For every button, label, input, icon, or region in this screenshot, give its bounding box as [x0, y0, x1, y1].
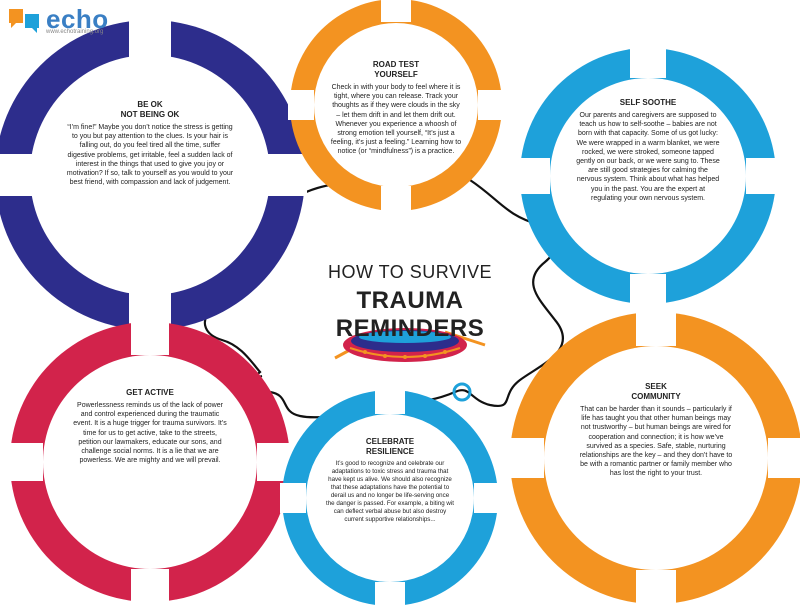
buoy-text-road-test: ROAD TEST YOURSELF Check in with your bo… [330, 60, 462, 157]
buoy-be-ok [0, 18, 307, 332]
buoy-body: Check in with your body to feel where it… [330, 84, 462, 156]
raft-illustration [334, 328, 486, 362]
buoy-text-celebrate: CELEBRATE RESILIENCE It’s good to recogn… [326, 437, 454, 524]
buoy-road-test [288, 0, 504, 212]
buoy-text-seek-community: SEEK COMMUNITY That can be harder than i… [578, 382, 734, 479]
buoy-title: SEEK COMMUNITY [631, 382, 681, 401]
buoy-body: “I’m fine!” Maybe you don’t notice the s… [66, 124, 234, 187]
buoy-text-be-ok: BE OK NOT BEING OK “I’m fine!” Maybe you… [65, 100, 235, 187]
buoy-get-active [8, 320, 292, 604]
buoy-body: It’s good to recognize and celebrate our… [326, 460, 454, 523]
title-line-2: TRAUMA REMINDERS [335, 287, 485, 342]
buoy-title: CELEBRATE RESILIENCE [365, 437, 415, 456]
buoy-body: Our parents and caregivers are supposed … [576, 112, 720, 202]
buoy-title: ROAD TEST YOURSELF [372, 60, 420, 79]
main-title: HOW TO SURVIVE TRAUMA REMINDERS [280, 262, 540, 343]
echo-logo: echo www.echotraining.org [6, 4, 126, 38]
buoy-title: SELF SOOTHE [619, 98, 677, 107]
buoy-body: That can be harder than it sounds – part… [579, 406, 733, 478]
buoy-text-self-soothe: SELF SOOTHE Our parents and caregivers a… [575, 98, 721, 203]
buoy-title: BE OK NOT BEING OK [120, 100, 180, 119]
speech-bubble-icon [9, 9, 39, 33]
buoy-self-soothe [518, 46, 778, 306]
ring-connector [452, 382, 472, 402]
buoy-text-get-active: GET ACTIVE Powerlessness reminds us of t… [72, 388, 228, 465]
buoy-body: Powerlessness reminds us of the lack of … [73, 402, 227, 465]
buoy-seek-community [508, 310, 800, 606]
logo-url: www.echotraining.org [46, 29, 104, 35]
buoy-celebrate [280, 388, 500, 608]
title-line-1: HOW TO SURVIVE [327, 262, 493, 282]
logo-wordmark: echo [46, 4, 109, 34]
buoy-title: GET ACTIVE [126, 388, 174, 397]
